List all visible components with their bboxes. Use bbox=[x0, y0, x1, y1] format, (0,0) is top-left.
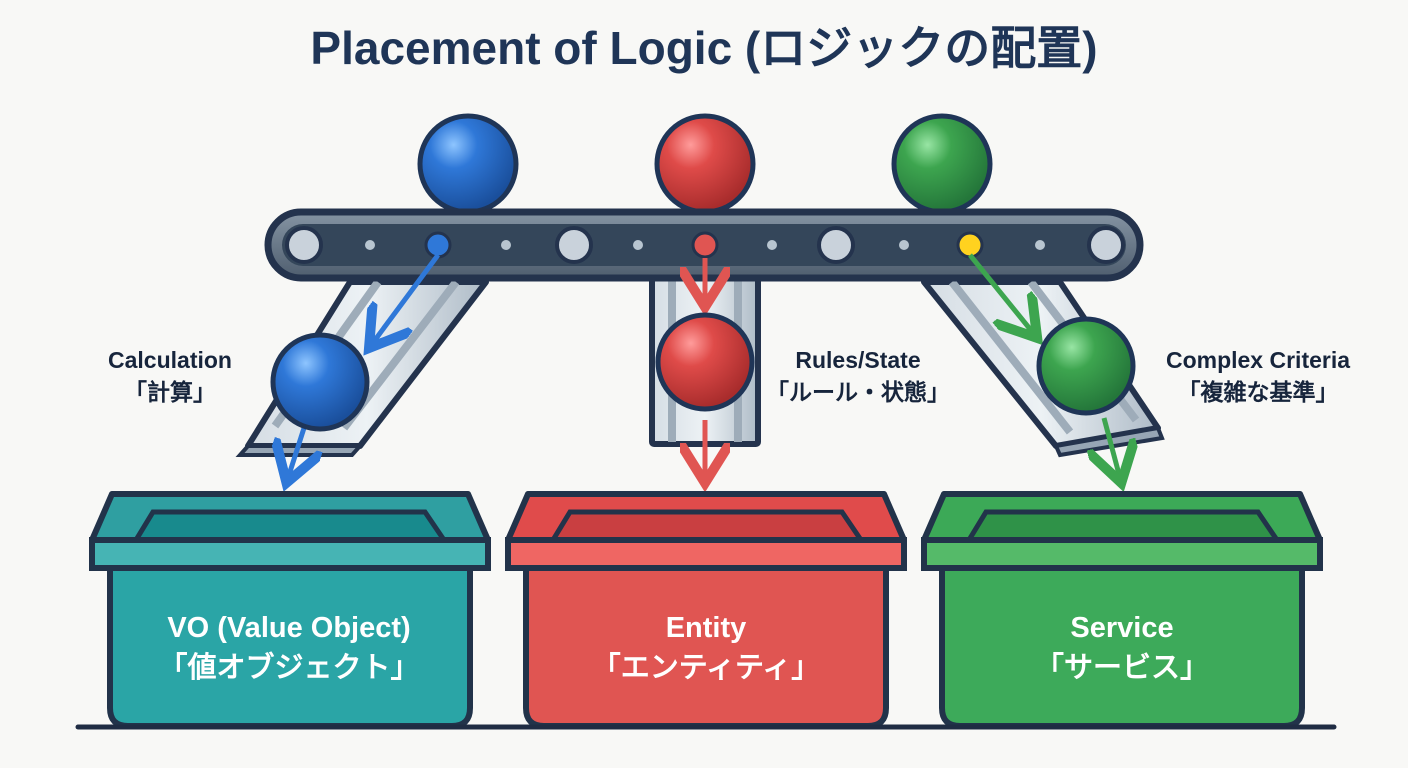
label-rules-state-en: Rules/State bbox=[795, 347, 920, 373]
bin-service-title: Service bbox=[1070, 612, 1173, 644]
red-ball-sliding bbox=[655, 312, 755, 412]
bin-service-subtitle: 「サービス」 bbox=[1035, 651, 1209, 684]
conveyor-belt bbox=[264, 208, 1144, 282]
label-calculation-ja: 「計算」 bbox=[124, 379, 216, 405]
label-rules-state-ja: 「ルール・状態」 bbox=[766, 379, 950, 405]
red-ball-top bbox=[654, 113, 756, 215]
bin-vo-subtitle: 「値オブジェクト」 bbox=[158, 650, 419, 684]
bin-vo-title: VO (Value Object) bbox=[167, 612, 410, 644]
green-flow-arrow-upper bbox=[968, 253, 1034, 334]
blue-flow-arrow-lower bbox=[288, 427, 304, 478]
blue-ball-sliding bbox=[270, 332, 370, 432]
blue-flow-arrow-upper bbox=[372, 253, 441, 344]
label-complex-criteria-en: Complex Criteria bbox=[1166, 347, 1350, 373]
bin-entity: Entity 「エンティティ」 bbox=[505, 491, 907, 729]
blue-ball-top bbox=[417, 113, 519, 215]
bin-entity-subtitle: 「エンティティ」 bbox=[592, 651, 821, 684]
bin-service: Service 「サービス」 bbox=[921, 491, 1323, 729]
green-ball-top bbox=[891, 113, 993, 215]
green-flow-arrow-lower bbox=[1104, 417, 1120, 478]
label-calculation-en: Calculation bbox=[108, 347, 232, 373]
bin-entity-title: Entity bbox=[666, 612, 747, 644]
page-title: Placement of Logic (ロジックの配置) bbox=[310, 22, 1097, 74]
green-ball-sliding bbox=[1036, 316, 1136, 416]
label-complex-criteria-ja: 「複雑な基準」 bbox=[1178, 379, 1339, 405]
bin-vo: VO (Value Object) 「値オブジェクト」 bbox=[89, 491, 491, 729]
